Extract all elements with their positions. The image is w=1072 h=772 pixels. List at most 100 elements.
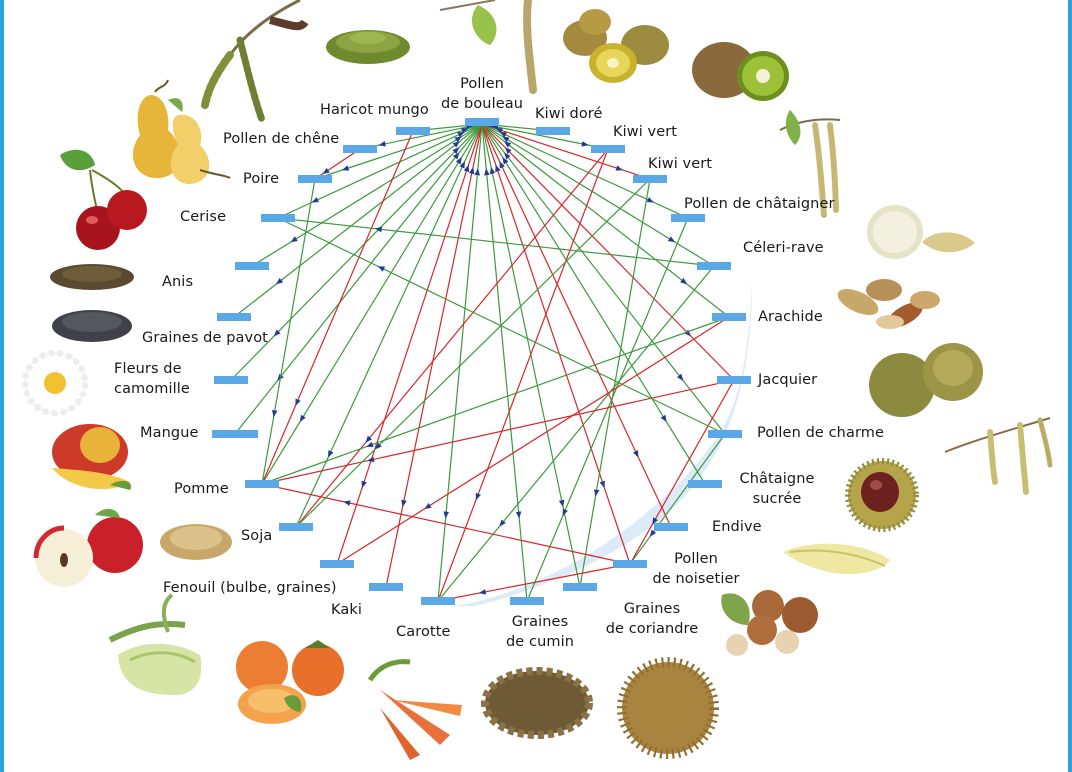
label-kaki: Kaki [331, 602, 362, 618]
node-bar-pollen-noisetier [613, 560, 647, 568]
link-pollen-bouleau-anis [251, 123, 483, 267]
hazelnut-image [721, 590, 818, 656]
cumin-image [481, 667, 593, 739]
node-bar-pollen-chene [343, 145, 377, 153]
relationship-links [230, 122, 735, 602]
node-bar-mangue [212, 430, 258, 438]
label-pavot: Graines de pavot [142, 330, 268, 346]
label-anis: Anis [162, 274, 194, 290]
hornbeam-catkin-image [944, 417, 1053, 495]
link-pollen-bouleau-chataigne [481, 123, 706, 485]
link-pollen-bouleau-kaki [385, 123, 483, 588]
link-haricot-pomme [261, 130, 414, 485]
pear-image [132, 79, 231, 184]
label-pollen-bouleau: Pollen de bouleau [441, 76, 524, 112]
label-fenouil: Fenouil (bulbe, graines) [163, 580, 337, 596]
coriander-image [617, 657, 719, 759]
node-bar-endive [654, 523, 688, 531]
link-pollen-bouleau-pollen-noisetier [481, 123, 631, 565]
node-bar-coriandre [563, 583, 597, 591]
golden-kiwi-image [563, 9, 669, 83]
link-pollen-bouleau-coriandre [481, 123, 581, 588]
link-pollen-bouleau-celeri-rave [481, 123, 715, 267]
label-carotte: Carotte [396, 624, 451, 640]
node-bar-pollen-bouleau [465, 118, 499, 126]
node-bar-chataigne [688, 480, 722, 488]
link-pollen-bouleau-carotte [437, 123, 483, 602]
label-cerise: Cerise [180, 209, 227, 225]
node-bar-kaki [369, 583, 403, 591]
fennel-image [108, 593, 202, 695]
birch-catkin-image [439, 0, 537, 94]
label-endive: Endive [712, 519, 762, 535]
link-pollen-bouleau-arachide [481, 123, 730, 318]
label-camomille: Fleurs de camomille [114, 361, 190, 397]
label-arachide: Arachide [758, 309, 823, 325]
node-bar-soja [279, 523, 313, 531]
link-arachide-fenouil [336, 316, 730, 565]
link-pollen-bouleau-cumin [481, 123, 528, 602]
chestnut-image [845, 458, 919, 532]
link-celeri-rave-carotte [437, 265, 715, 602]
green-kiwi-image [692, 42, 789, 101]
persimmon-image [236, 640, 344, 724]
node-bars [212, 118, 751, 605]
link-pollen-bouleau-fenouil [336, 123, 483, 565]
label-poire: Poire [243, 171, 280, 187]
label-pollen-chene: Pollen de chêne [223, 131, 340, 147]
chamomile-image [22, 350, 88, 416]
label-cumin: Graines de cumin [505, 614, 575, 650]
node-bar-carotte [421, 597, 455, 605]
apple-image [33, 508, 143, 587]
label-celeri-rave: Céleri-rave [743, 240, 824, 256]
node-bar-anis [235, 262, 269, 270]
anise-image [50, 264, 134, 290]
link-poire-pomme [261, 178, 316, 485]
link-pollen-chene-poire [314, 148, 361, 180]
cherry-image [60, 149, 147, 250]
label-kiwi-vert-2: Kiwi vert [648, 156, 713, 172]
link-pollen-charme-cerise [277, 217, 726, 435]
label-jacquier: Jacquier [758, 372, 818, 388]
link-jacquier-pomme [261, 379, 735, 485]
carrot-image [367, 659, 462, 760]
jackfruit-image [869, 343, 983, 417]
link-pollen-chataigner-cumin [526, 217, 689, 602]
endive-image [783, 543, 890, 575]
node-bar-arachide [712, 313, 746, 321]
label-mangue: Mangue [140, 425, 199, 441]
link-pollen-noisetier-pomme [261, 483, 631, 565]
alder-catkin-image [201, 0, 309, 124]
label-pollen-noisetier: Pollen de noisetier [652, 551, 740, 587]
node-bar-fenouil [320, 560, 354, 568]
node-bar-pollen-chataigner [671, 214, 705, 222]
link-pollen-bouleau-pavot [233, 123, 483, 318]
celeriac-image [867, 205, 975, 259]
mung-bean-image [326, 30, 410, 64]
link-kiwi-vert-2-coriandre [579, 178, 651, 588]
node-bar-cumin [510, 597, 544, 605]
link-pollen-noisetier-carotte [437, 563, 631, 602]
link-pollen-bouleau-mangue [234, 123, 483, 435]
link-pollen-bouleau-endive [481, 123, 672, 528]
link-kiwi-vert-1-soja [295, 148, 609, 528]
link-kiwi-vert-1-carotte [437, 148, 609, 602]
link-pollen-bouleau-pomme [261, 123, 483, 485]
soy-image [160, 524, 232, 560]
node-bar-poire [298, 175, 332, 183]
link-pollen-bouleau-camomille [230, 123, 483, 381]
link-pollen-bouleau-soja [295, 123, 483, 528]
node-bar-kiwi-vert-1 [591, 145, 625, 153]
label-coriandre: Graines de coriandre [605, 601, 699, 637]
label-soja: Soja [241, 528, 273, 544]
label-chataigne: Châtaigne sucrée [739, 471, 815, 507]
peanut-image [837, 279, 940, 329]
label-haricot: Haricot mungo [320, 102, 429, 118]
node-bar-jacquier [717, 376, 751, 384]
link-pollen-bouleau-pollen-charme [481, 123, 726, 435]
chestnut-catkin-image [779, 110, 841, 218]
mango-image [52, 424, 131, 490]
label-kiwi-dore: Kiwi doré [535, 106, 603, 122]
node-bar-kiwi-vert-2 [633, 175, 667, 183]
node-bar-pomme [245, 480, 279, 488]
